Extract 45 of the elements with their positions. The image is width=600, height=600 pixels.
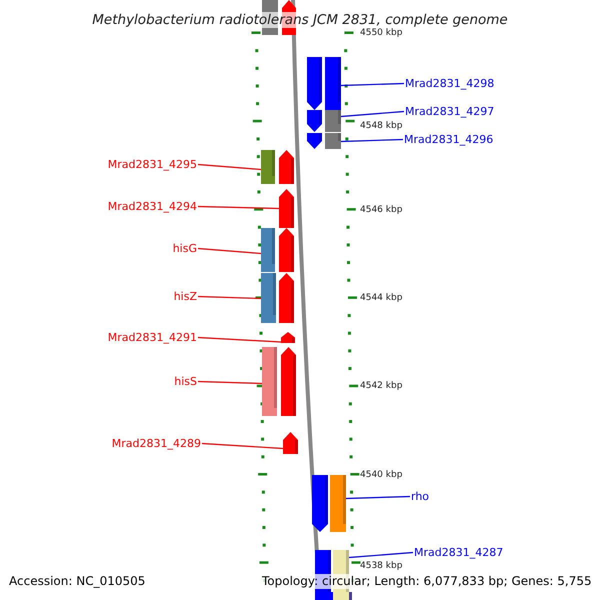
gene-drawing <box>281 332 295 343</box>
gene-drawing <box>279 189 294 228</box>
gene-label: Mrad2831_4295 <box>108 158 197 171</box>
leader-line <box>198 296 262 300</box>
map-title: Methylobacterium radiotolerans JCM 2831, complete genome <box>92 12 508 28</box>
gene-label: Mrad2831_4287 <box>414 546 504 559</box>
gene-label: hisS <box>174 375 197 388</box>
gene-label: Mrad2831_4289 <box>112 437 201 450</box>
leader-line <box>340 82 404 86</box>
genome-stats-text: Topology: circular; Length: 6,077,833 bp; Genes: 5,755 <box>262 574 592 589</box>
kbp-label: 4544 kbp <box>360 293 402 304</box>
gene-drawing <box>261 228 294 272</box>
gene-label: Mrad2831_4296 <box>404 133 494 146</box>
kbp-label: 4538 kbp <box>360 561 402 572</box>
leader-line <box>346 496 410 500</box>
gene-label: Mrad2831_4297 <box>405 105 494 118</box>
leader-line <box>198 164 262 170</box>
gene-drawing <box>261 150 294 184</box>
leader-line <box>198 248 262 254</box>
kbp-label: 4548 kbp <box>360 121 402 132</box>
gene-label: Mrad2831_4294 <box>108 200 197 213</box>
leader-line <box>348 552 414 558</box>
gene-label: rho <box>411 490 430 503</box>
leader-line <box>340 138 404 142</box>
gene-drawing <box>307 110 341 132</box>
kbp-label: 4540 kbp <box>360 470 402 481</box>
kbp-label: 4542 kbp <box>360 381 402 392</box>
kbp-label: 4546 kbp <box>360 205 402 216</box>
gene-drawing <box>283 432 298 454</box>
accession-text: Accession: NC_010505 <box>9 574 146 589</box>
gene-drawing <box>262 347 296 416</box>
leader-line <box>202 442 284 450</box>
gene-label: Mrad2831_4291 <box>108 331 197 344</box>
gene-drawing <box>261 273 294 323</box>
leader-line <box>198 336 282 343</box>
gene-drawing <box>307 57 341 110</box>
gene-label: hisG <box>172 242 197 255</box>
leader-line <box>198 206 280 210</box>
gene-label: hisZ <box>174 290 197 303</box>
gene-drawing <box>307 133 341 149</box>
leader-line <box>340 110 404 118</box>
gene-label: Mrad2831_4298 <box>405 77 494 90</box>
gene-drawing <box>312 475 346 532</box>
kbp-label: 4550 kbp <box>360 28 402 39</box>
leader-line <box>198 380 262 384</box>
